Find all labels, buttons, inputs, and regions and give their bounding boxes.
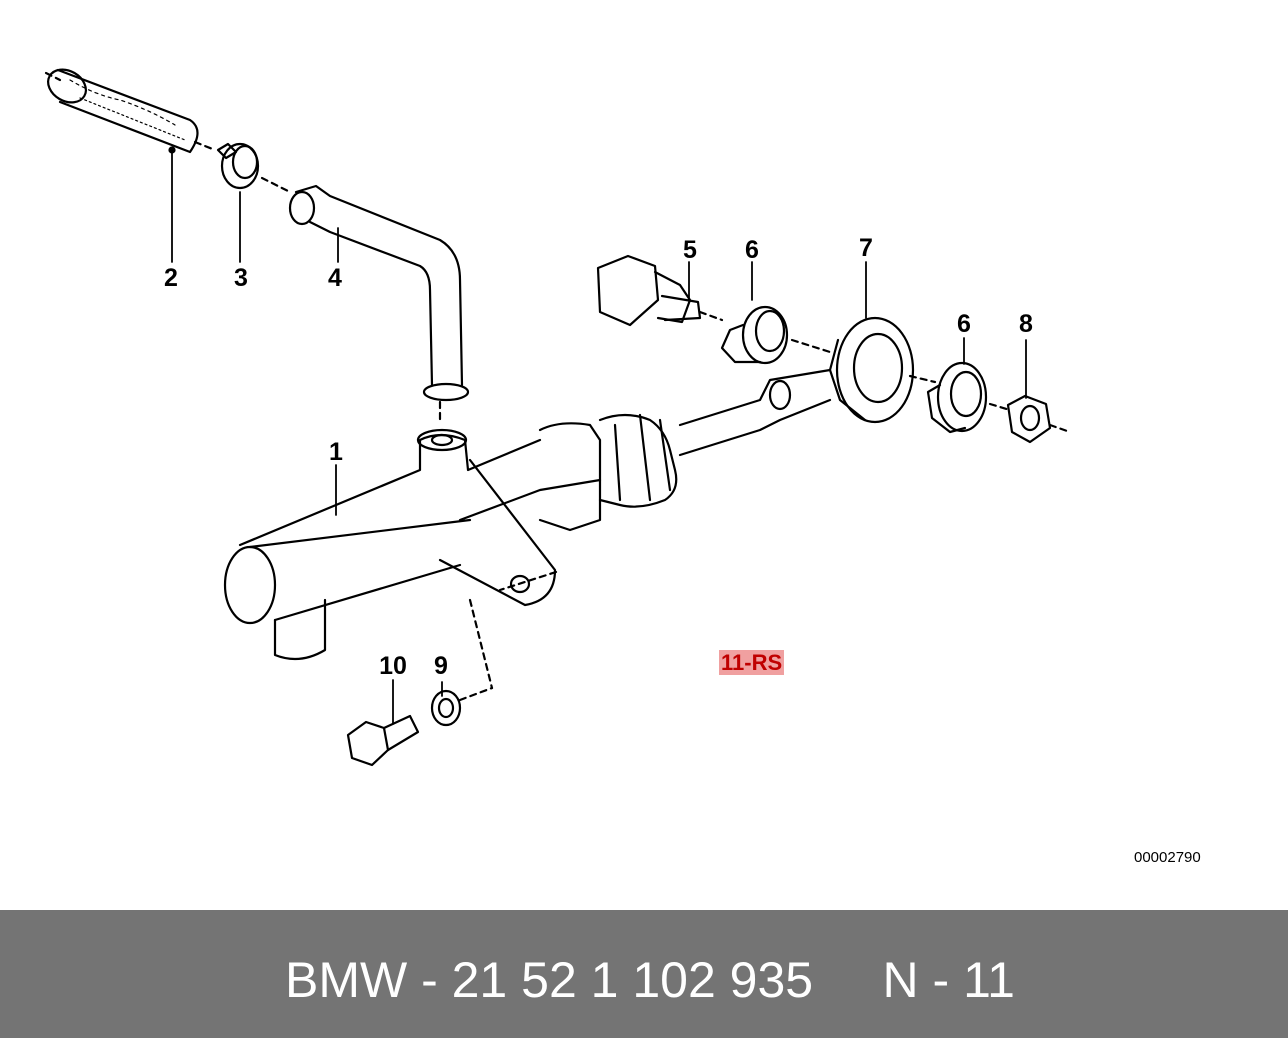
hose-part-2 xyxy=(44,68,199,263)
washer-part-9 xyxy=(430,681,494,727)
ring-part-7 xyxy=(828,261,937,424)
footer-bar xyxy=(0,910,1288,1038)
callout-label-2: 2 xyxy=(164,264,178,292)
footer-part-number: BMW - 21 52 1 102 935 N - 11 xyxy=(285,952,1015,1008)
bushing-part-6-left xyxy=(720,261,832,365)
master-cylinder-part-1 xyxy=(223,368,832,690)
section-tag: 11-RS xyxy=(719,650,785,675)
pipe-part-4 xyxy=(288,184,470,422)
fitting-part-5 xyxy=(596,254,724,327)
callout-label-9: 9 xyxy=(434,652,448,680)
bushing-part-6-right xyxy=(926,337,1012,434)
callout-label-3: 3 xyxy=(234,264,248,292)
callout-label-10: 10 xyxy=(379,652,407,680)
nut-part-8 xyxy=(1006,339,1072,444)
callout-label-7: 7 xyxy=(859,234,873,262)
exploded-parts-diagram xyxy=(44,68,1072,767)
callout-label-4: 4 xyxy=(328,264,342,292)
callout-label-6b: 6 xyxy=(957,310,971,338)
callout-label-6a: 6 xyxy=(745,236,759,264)
hose-clamp-part-3 xyxy=(193,140,292,263)
diagram-id: 00002790 xyxy=(1134,849,1201,866)
callout-label-1: 1 xyxy=(329,438,343,466)
callout-label-8: 8 xyxy=(1019,310,1033,338)
bolt-part-10 xyxy=(346,679,420,767)
callout-label-5: 5 xyxy=(683,236,697,264)
